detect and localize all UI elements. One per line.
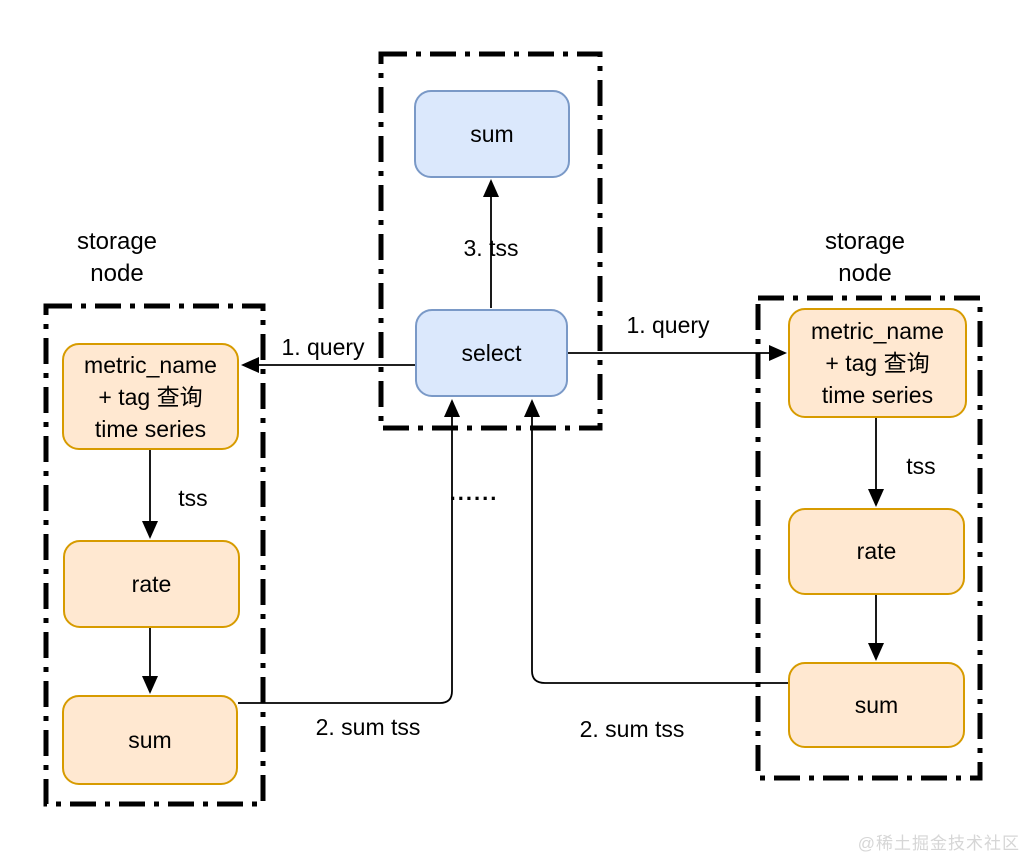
right-rate-box: rate xyxy=(788,508,965,595)
right-metric-line-3: time series xyxy=(821,382,934,408)
right-metric-query-box: metric_name + tag 查询 time series xyxy=(788,308,967,418)
right-storage-node-title: storage node xyxy=(824,228,906,287)
arrow-left-sum-to-select xyxy=(238,399,460,704)
coordinator-select-label: select xyxy=(461,339,522,366)
edge-label-sum-tss-right: 2. sum tss xyxy=(579,716,685,742)
left-metric-query-box: metric_name + tag 查询 time series xyxy=(62,343,239,450)
arrow-right-sum-to-select xyxy=(524,399,788,684)
coordinator-sum-box: sum xyxy=(414,90,570,178)
more-nodes-ellipsis: ...... xyxy=(449,480,499,505)
right-metric-line-2: + tag 查询 xyxy=(825,350,930,376)
edge-label-sum-tss-left: 2. sum tss xyxy=(315,714,421,740)
right-storage-container-border xyxy=(755,295,983,781)
watermark: @稀土掘金技术社区 xyxy=(857,834,1020,853)
edge-label-query-right: 1. query xyxy=(626,312,710,338)
right-rate-label: rate xyxy=(856,538,897,564)
left-rate-box: rate xyxy=(63,540,240,628)
edge-label-tss-left: tss xyxy=(178,485,208,511)
coordinator-select-box: select xyxy=(415,309,568,397)
left-rate-label: rate xyxy=(131,570,172,597)
right-metric-line-1: metric_name xyxy=(811,318,944,344)
right-sum-label: sum xyxy=(854,691,899,718)
left-sum-box: sum xyxy=(62,695,238,785)
left-metric-line-1: metric_name xyxy=(84,351,217,378)
right-sum-box: sum xyxy=(788,662,965,748)
left-storage-node-title: storage node xyxy=(76,228,158,287)
edge-label-query-left: 1. query xyxy=(281,334,365,360)
coordinator-container-border xyxy=(378,51,603,431)
left-metric-line-2: + tag 查询 xyxy=(98,383,203,410)
edge-label-3-tss: 3. tss xyxy=(463,235,519,261)
left-metric-line-3: time series xyxy=(94,415,207,442)
left-storage-container-border xyxy=(43,303,266,807)
coordinator-sum-label: sum xyxy=(470,120,514,147)
left-sum-label: sum xyxy=(128,726,172,753)
edge-label-tss-right: tss xyxy=(906,453,936,479)
